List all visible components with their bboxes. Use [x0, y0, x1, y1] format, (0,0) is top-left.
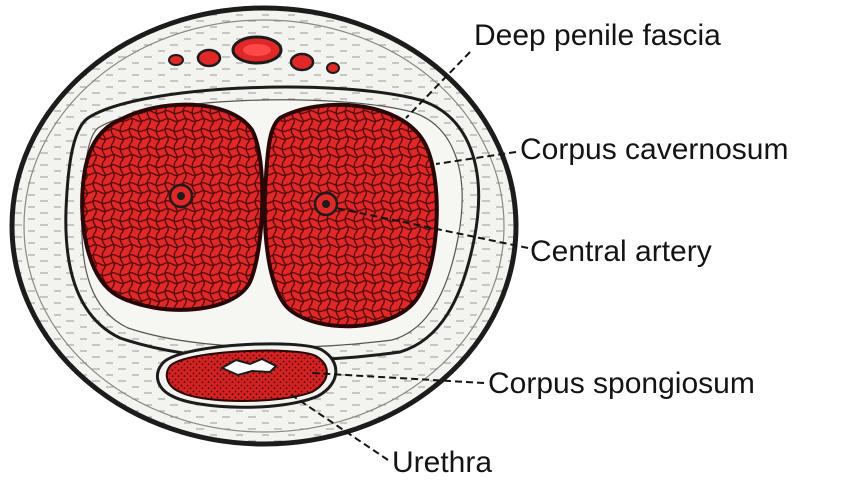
dorsal-nerve-left	[169, 55, 183, 65]
label-corpus-spongiosum: Corpus spongiosum	[488, 367, 755, 400]
dorsal-artery-left	[198, 50, 220, 66]
vein-lumen	[243, 44, 271, 56]
label-deep-penile-fascia: Deep penile fascia	[474, 19, 721, 52]
central-artery-right	[315, 193, 337, 215]
right-corpus-cavernosum	[265, 105, 437, 326]
central-artery-left	[170, 185, 192, 207]
label-urethra: Urethra	[392, 446, 492, 479]
label-corpus-cavernosum: Corpus cavernosum	[520, 133, 788, 166]
dorsal-nerve-right	[327, 63, 339, 73]
dorsal-artery-right	[291, 54, 313, 70]
left-corpus-cavernosum	[82, 105, 262, 310]
corpus-spongiosum	[167, 351, 327, 401]
label-central-artery: Central artery	[530, 235, 712, 268]
